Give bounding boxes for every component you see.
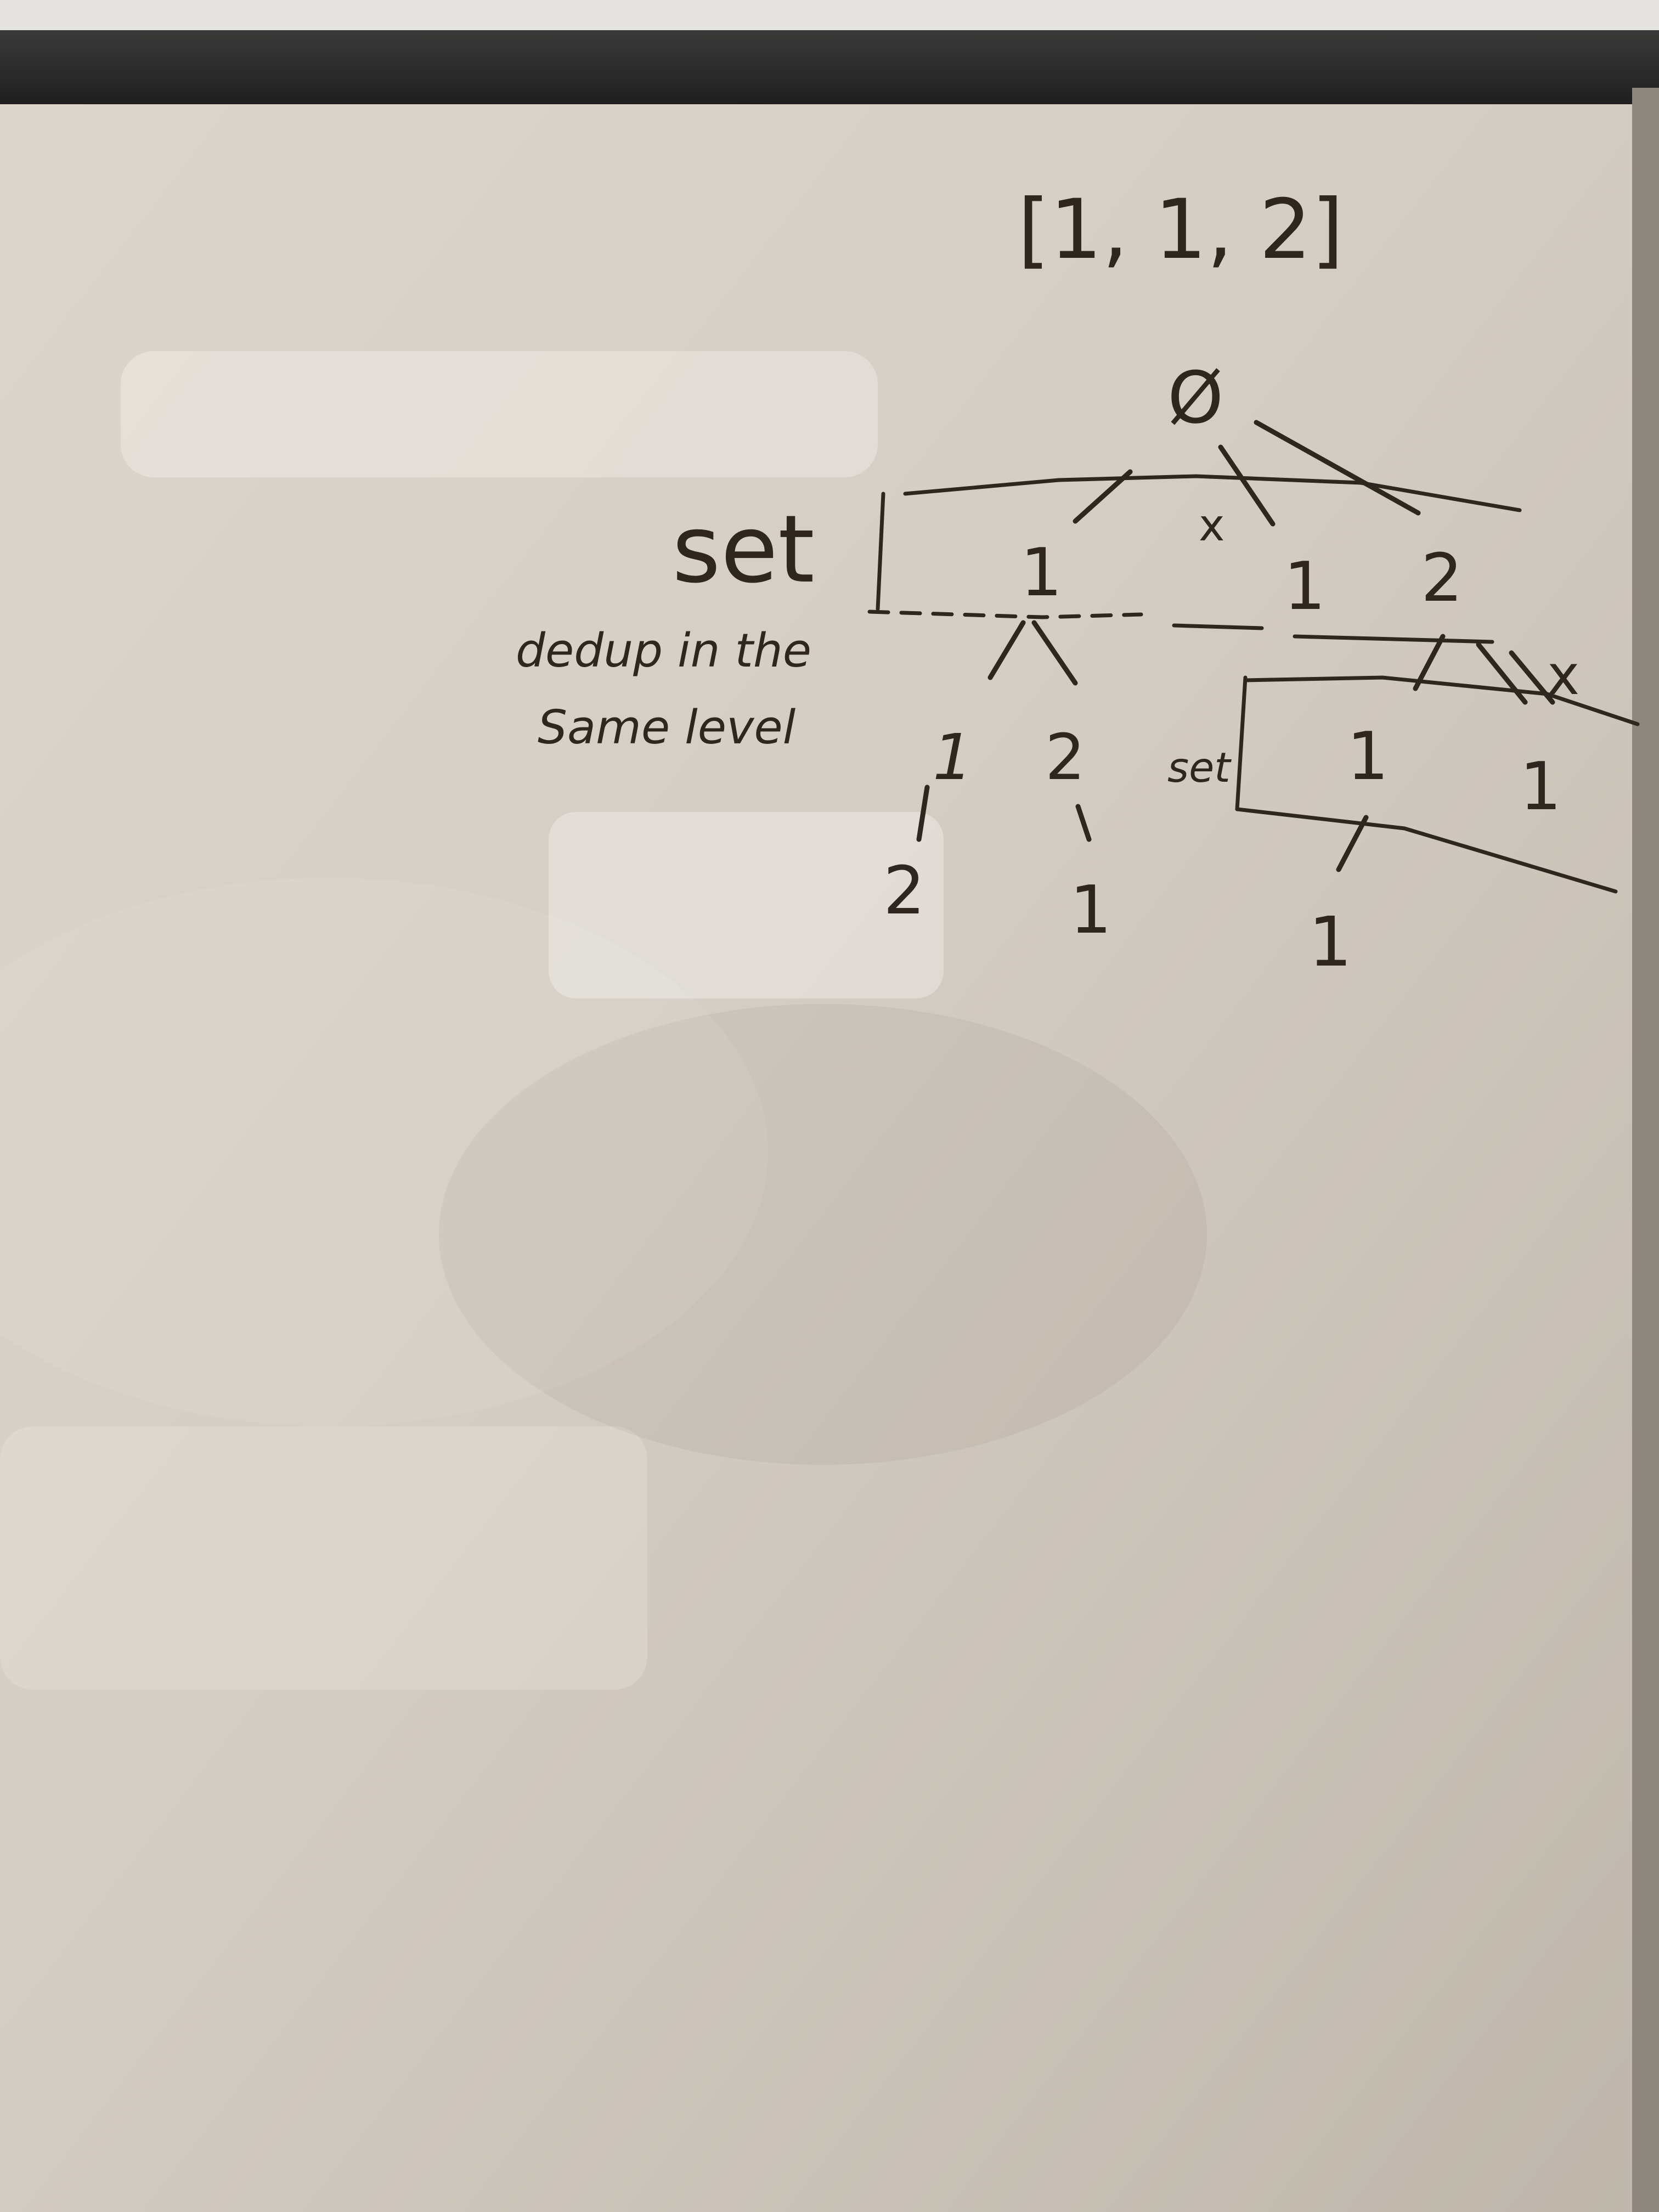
level1-node-2: 2 [1421, 540, 1463, 617]
root-node-empty-set: Ø [1167, 356, 1223, 439]
level1-node-1-duplicate: 1 [1284, 549, 1325, 625]
edge-1-to-1 [988, 620, 1026, 680]
level2-left-node-1: 1 [933, 721, 973, 794]
board-surface [0, 104, 1632, 2212]
edge-root-to-1b [1218, 444, 1276, 527]
array-label: [1, 1, 2] [1018, 182, 1344, 278]
right-set-label: set [1167, 743, 1232, 792]
light-reflections [0, 351, 1207, 1690]
level1-node-1: 1 [1020, 535, 1062, 611]
right-set-box-bottom [1235, 807, 1618, 894]
board-top-frame [0, 30, 1659, 104]
level3-right-node-1: 1 [1308, 902, 1352, 982]
edge-1-to-2 [1031, 620, 1078, 686]
set-label: set [672, 495, 815, 604]
set-box-bottom-segment [1172, 623, 1264, 630]
board-right-edge [1632, 88, 1659, 2212]
crossed-branch-mark: x [1199, 500, 1224, 551]
level2-right-node-1-duplicate: 1 [1520, 749, 1561, 825]
right-set-box-left [1235, 675, 1248, 811]
ceiling-strip [0, 0, 1659, 33]
set-box-bottom-dashed [867, 610, 1143, 619]
level3-left-node-2: 2 [883, 853, 925, 929]
set-box-bottom-right [1293, 634, 1494, 644]
right-crossed-mark: x [1547, 643, 1579, 707]
set-box-top-line [903, 474, 1522, 512]
dedup-note-line2: Same level [538, 701, 796, 755]
level3-left-node-1: 1 [1070, 872, 1111, 949]
level2-left-node-2: 2 [1045, 721, 1085, 794]
right-set-box-top [1243, 675, 1640, 726]
dedup-note-line1: dedup in the [516, 624, 811, 678]
edge-root-to-2 [1254, 420, 1421, 516]
level2-right-node-1: 1 [1347, 719, 1389, 795]
edge-right-1-to-1 [1336, 815, 1369, 872]
edge-1-to-2-leaf [916, 785, 930, 842]
set-box-left-side [876, 492, 885, 611]
edge-2-to-1-leaf [1075, 804, 1092, 842]
